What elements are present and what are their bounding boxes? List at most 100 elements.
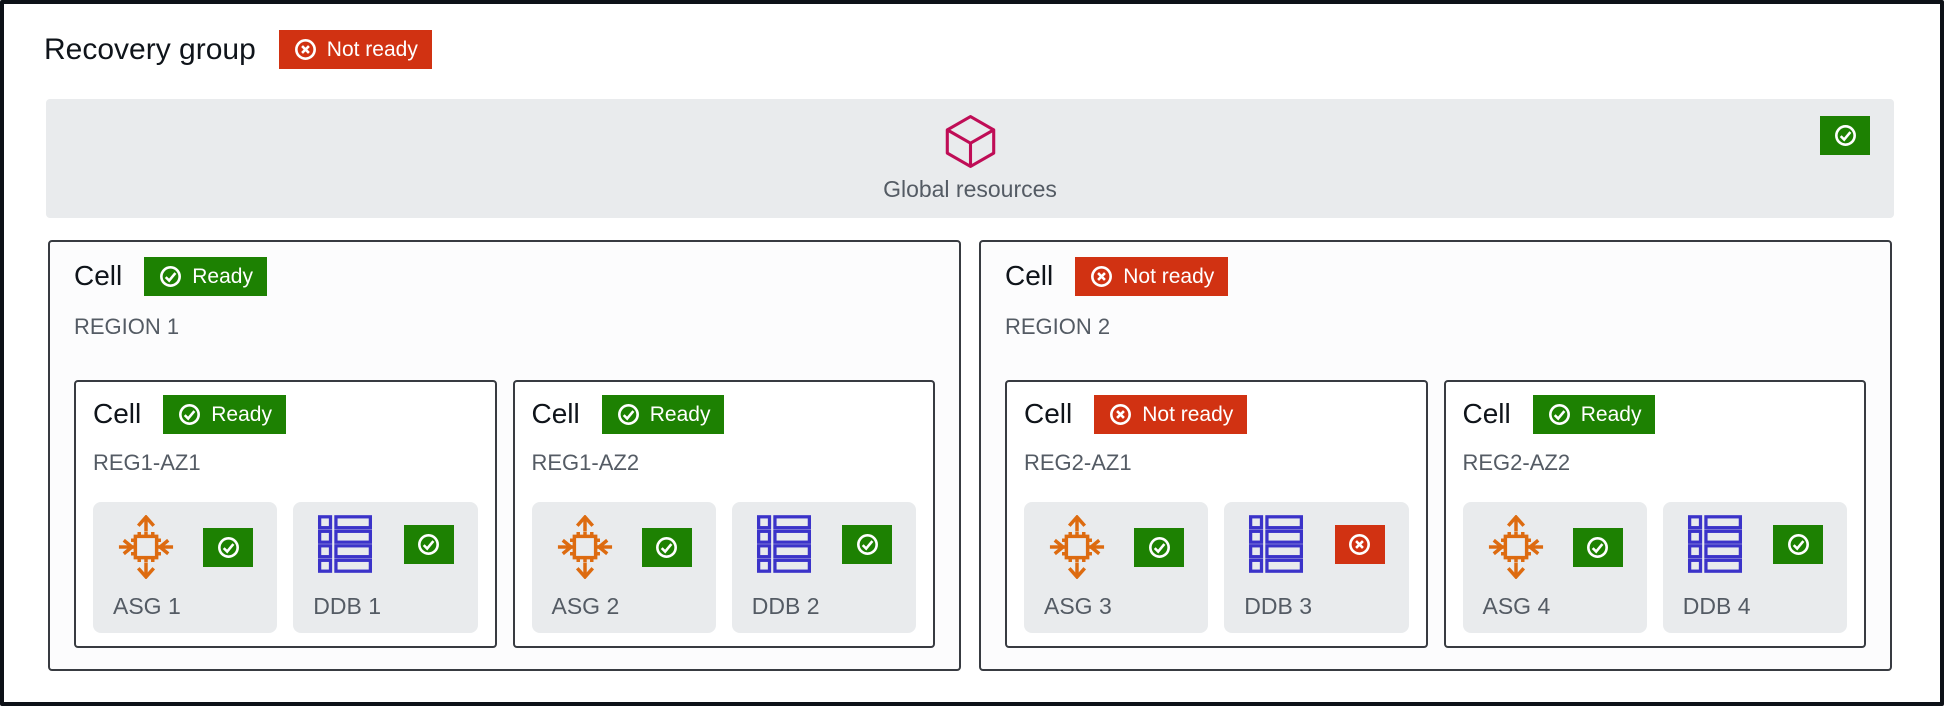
resource-label: ASG 4 [1482,593,1551,619]
resource-label: DDB 4 [1682,593,1751,619]
check-circle-icon [1833,123,1858,148]
dynamodb-table-icon [1248,515,1304,573]
cell-title: Cell [93,398,142,430]
resource-status-badge [403,524,454,564]
cell-header: Cell Not ready [1005,257,1866,296]
cell-title: Cell [1005,260,1054,292]
cell-title: Cell [1462,398,1511,430]
check-circle-icon [654,535,679,560]
cell-header: Cell Not ready [1024,395,1409,434]
resource-status-badge [203,527,254,567]
zone-name: REG1-AZ1 [93,450,201,475]
resource-tile: ASG 1 [93,502,278,633]
page-title: Recovery group [44,33,256,66]
cell-header: Cell Ready [93,395,478,434]
tile-top [1483,515,1623,579]
status-badge-label: Ready [192,264,253,288]
zone-status-badge: Not ready [1094,395,1248,434]
status-badge-label: Not ready [326,37,418,61]
cube-icon [943,114,998,169]
x-circle-icon [293,37,318,62]
cell-title: Cell [74,260,123,292]
region-name: REGION 2 [1005,314,1111,339]
recovery-group-status-badge: Not ready [278,30,432,69]
resource-tile: ASG 2 [531,502,716,633]
region-status-badge: Not ready [1075,257,1229,296]
check-circle-icon [1585,535,1610,560]
resource-status-badge [1134,527,1185,567]
tile-top [1683,515,1823,573]
resource-label: ASG 1 [113,593,181,619]
region-status-badge: Ready [144,257,267,296]
resource-label: DDB 3 [1244,593,1312,619]
zone-name: REG2-AZ1 [1024,450,1132,475]
az-cell-reg1-az1: Cell Ready REG1-AZ1 [74,380,497,648]
autoscaling-group-icon [117,515,175,579]
region-cell-2: Cell Not ready REGION 2 Cell Not ready [979,240,1892,671]
resource-tile: DDB 3 [1224,502,1409,633]
dynamodb-table-icon [1687,515,1743,573]
az-cell-reg2-az2: Cell Ready REG2-AZ2 [1443,380,1866,648]
zone-status-badge: Ready [163,395,286,434]
resource-tiles-row: ASG 1 DDB 1 [93,502,478,633]
check-circle-icon [1147,535,1172,560]
global-resources-label: Global resources [883,176,1057,202]
status-badge-label: Ready [211,402,272,426]
cell-header: Cell Ready [532,395,917,434]
az-cell-reg2-az1: Cell Not ready REG2-AZ1 [1005,380,1428,648]
resource-tile: DDB 4 [1662,502,1847,633]
resource-label: ASG 2 [551,593,620,619]
tile-top [113,515,254,579]
x-circle-icon [1347,532,1372,557]
dynamodb-table-icon [756,515,812,573]
check-circle-icon [216,535,241,560]
resource-tile: ASG 4 [1462,502,1647,633]
resource-label: ASG 3 [1044,593,1112,619]
check-circle-icon [616,402,641,427]
status-badge-label: Not ready [1123,264,1215,288]
autoscaling-group-icon [1487,515,1545,579]
zones-row: Cell Not ready REG2-AZ1 [1005,380,1866,648]
regions-row: Cell Ready REGION 1 Cell Ready [48,240,1892,671]
cell-title: Cell [531,398,580,430]
region-cell-1: Cell Ready REGION 1 Cell Ready [48,240,961,671]
global-resources-section: Global resources [46,99,1894,218]
tile-top [552,515,692,579]
tile-top [1044,515,1185,579]
recovery-group-header: Recovery group Not ready [44,30,1900,69]
resource-tile: DDB 2 [731,502,916,633]
status-badge-label: Not ready [1142,402,1234,426]
autoscaling-group-icon [556,515,614,579]
resource-tiles-row: ASG 4 DDB 4 [1462,502,1847,633]
resource-status-badge [641,527,692,567]
global-resources-status-badge [1820,116,1870,155]
zone-status-badge: Ready [1532,395,1656,434]
check-circle-icon [855,532,880,557]
x-circle-icon [1108,402,1133,427]
cell-title: Cell [1024,398,1073,430]
check-circle-icon [1547,402,1572,427]
tile-top [752,515,892,573]
check-circle-icon [158,264,183,289]
check-circle-icon [416,532,441,557]
status-badge-label: Ready [649,402,711,426]
zone-name: REG1-AZ2 [531,450,640,475]
check-circle-icon [1786,532,1811,557]
resource-status-badge [1572,527,1623,567]
tile-top [1244,515,1385,573]
resource-label: DDB 2 [751,593,820,619]
cell-header: Cell Ready [1463,395,1848,434]
zone-name: REG2-AZ2 [1462,450,1571,475]
dynamodb-table-icon [317,515,373,573]
resource-status-badge [1773,524,1823,564]
region-name: REGION 1 [74,314,180,339]
status-badge-label: Ready [1580,402,1642,426]
zones-row: Cell Ready REG1-AZ1 [74,380,935,648]
resource-tiles-row: ASG 2 DDB 2 [531,502,916,633]
check-circle-icon [177,402,202,427]
resource-status-badge [1334,524,1385,564]
resource-status-badge [842,524,892,564]
resource-tile: DDB 1 [293,502,478,633]
az-cell-reg1-az2: Cell Ready REG1-AZ2 [512,380,935,648]
resource-tile: ASG 3 [1024,502,1209,633]
